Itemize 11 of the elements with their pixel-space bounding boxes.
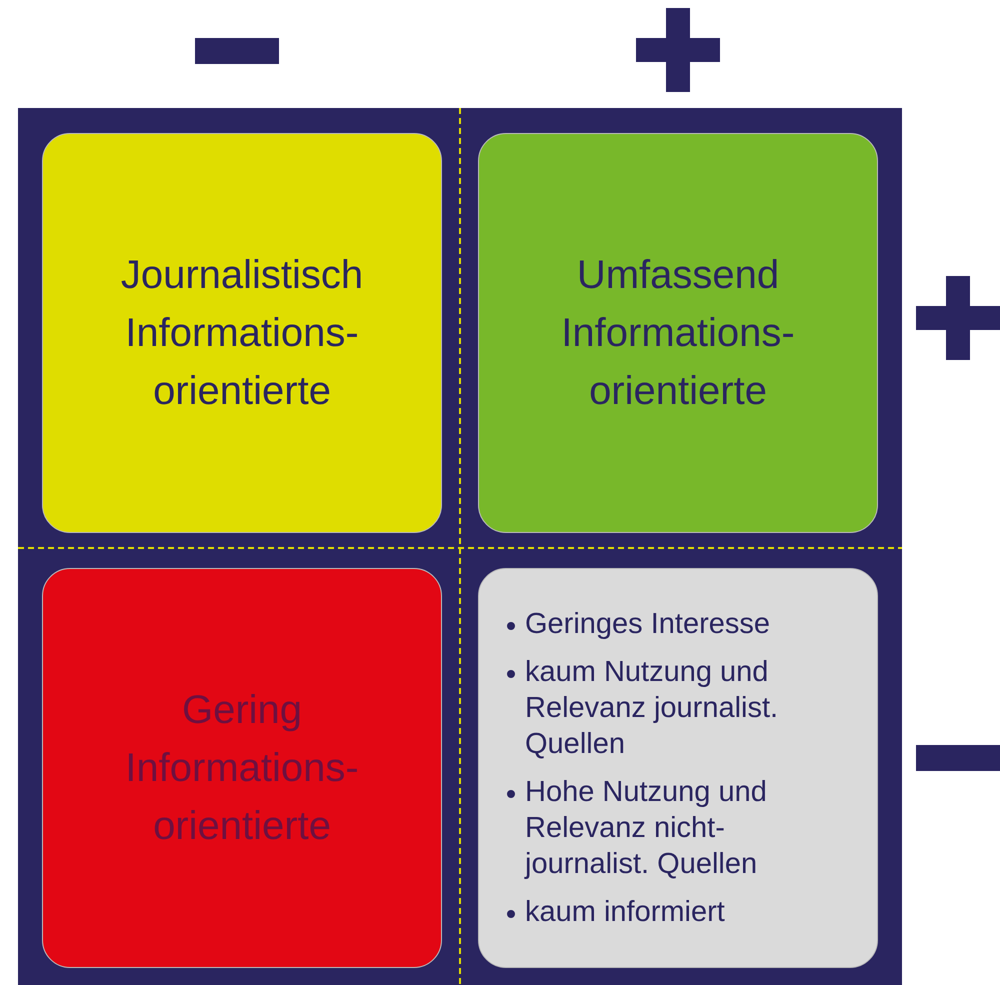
quadrant-box — [42, 133, 442, 533]
quadrant-label: Journalistisch Informations- orientierte — [120, 252, 364, 415]
quadrant-label: Gering Informations- orientierte — [124, 687, 360, 850]
quadrant-box — [478, 133, 878, 533]
quadrant-label: Umfassend Informations- orientierte — [560, 252, 796, 415]
quadrant-box — [42, 568, 442, 968]
bullet-text: kaum informiert — [525, 895, 725, 930]
bullet-text: Hohe Nutzung und Relevanz nicht- journalist. Quellen — [525, 775, 768, 882]
quadrant-box — [478, 568, 878, 968]
bullet-text: Geringes Interesse — [525, 607, 770, 642]
bullet-text: kaum Nutzung und Relevanz journalist. Quellen — [525, 655, 780, 762]
